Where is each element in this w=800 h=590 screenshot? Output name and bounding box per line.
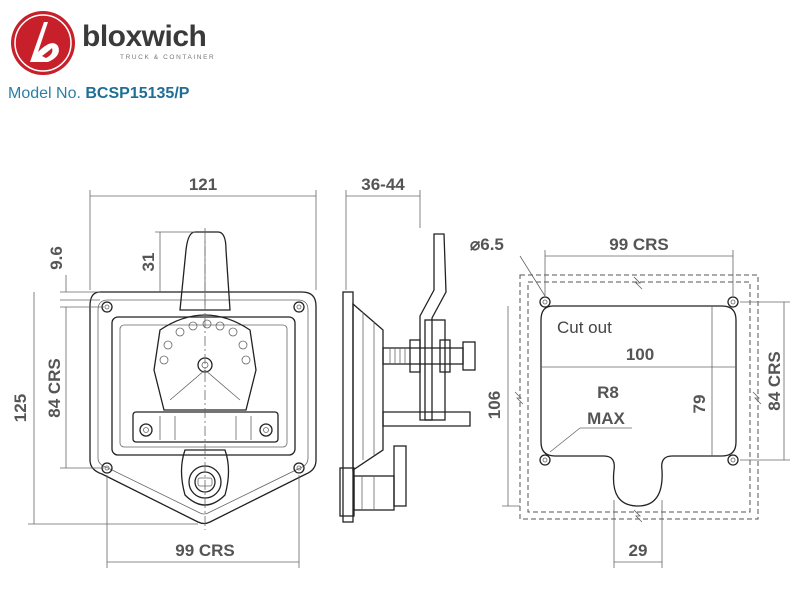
radius-note: MAX [587,409,625,428]
cutout-inner-height-label: 79 [690,395,709,414]
cutout-vertical-crs-label: 84 CRS [765,351,784,411]
model-label: Model No. [8,85,81,102]
handle-height-label: 31 [139,253,158,272]
brand-tagline: TRUCK & CONTAINER [120,54,216,61]
model-number: BCSP15135/P [85,85,190,102]
side-depth-label: 36-44 [361,175,405,194]
front-width-label: 121 [189,175,217,194]
cutout-height-label: 106 [485,391,504,419]
front-horizontal-crs-label: 99 CRS [175,541,235,560]
notch-width-label: 29 [629,541,648,560]
hole-diameter-label: ⌀6.5 [470,235,504,254]
front-view [89,228,317,530]
bloxwich-logo-icon [11,11,75,75]
front-dimensions: 121 31 9.6 125 84 CRS 99 CRS [11,175,317,568]
radius-label: R8 [597,383,619,402]
cutout-view [514,274,762,523]
model-number-line: Model No. BCSP15135/P [8,85,189,103]
front-vertical-crs-label: 84 CRS [45,358,64,418]
side-view: 36-44 [339,175,476,523]
brand-name: bloxwich [82,20,207,53]
cutout-label: Cut out [557,318,612,337]
front-height-label: 125 [11,394,30,422]
cutout-dimensions: ⌀6.5 99 CRS Cut out 100 106 79 84 CRS R8… [470,235,790,568]
cutout-width-label: 100 [626,345,654,364]
cutout-horizontal-crs-label: 99 CRS [609,235,669,254]
top-offset-label: 9.6 [47,246,66,270]
